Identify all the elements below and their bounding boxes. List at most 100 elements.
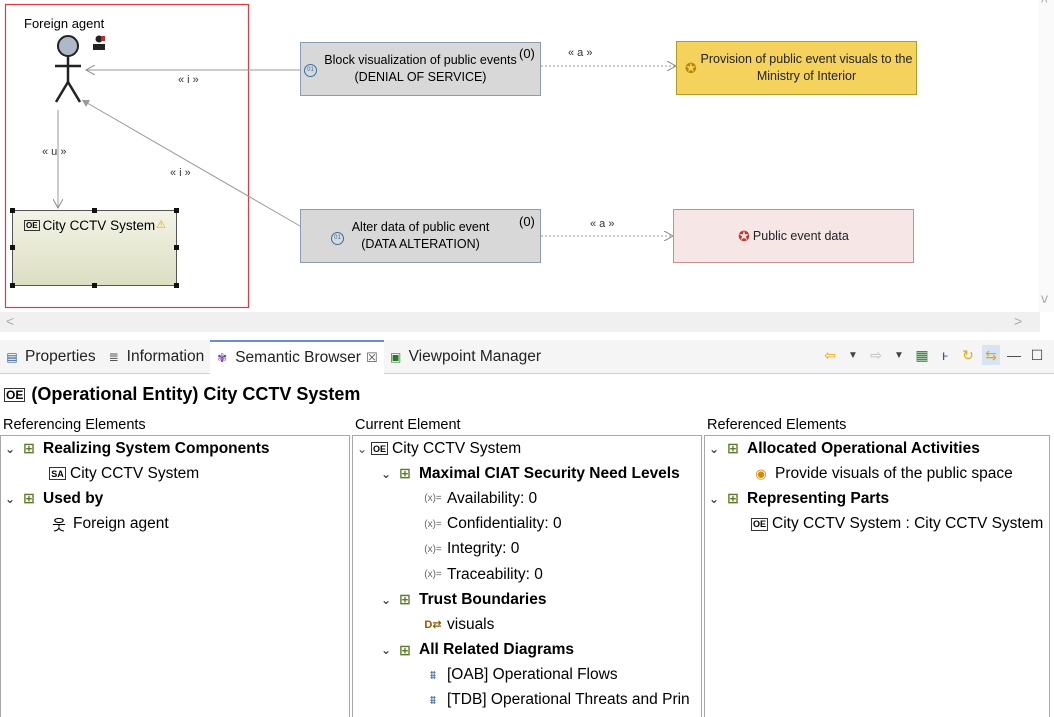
tree-item-label: [OAB] Operational Flows — [447, 666, 618, 684]
scroll-up-icon[interactable]: ^ — [1041, 0, 1048, 10]
diagram-canvas[interactable]: Foreign agent « i » « i » « u » « a » « … — [0, 0, 1054, 333]
tree-group[interactable]: ⌄ ⊞ Used by — [1, 486, 349, 511]
threat-2-name: Alter data of public event — [351, 220, 490, 234]
tree-item-label: City CCTV System — [70, 464, 200, 482]
current-tree[interactable]: ⌄ OE City CCTV System ⌄ ⊞ Maximal CIAT S… — [352, 435, 702, 717]
tree-group[interactable]: ⌄ ⊞ Realizing System Components — [1, 436, 349, 461]
tree-group-label: Trust Boundaries — [419, 590, 547, 608]
tree-item-label: Integrity: 0 — [447, 540, 520, 558]
tree-item[interactable]: (x)= Availability: 0 — [353, 486, 701, 511]
data-node[interactable]: ✪ Public event data — [673, 209, 914, 263]
back-icon[interactable]: ⇦ — [824, 346, 836, 363]
tab-label: Viewpoint Manager — [408, 347, 542, 365]
tree-item[interactable]: (x)= Integrity: 0 — [353, 537, 701, 562]
column-header: Current Element — [355, 417, 461, 433]
tree-item[interactable]: (x)= Confidentiality: 0 — [353, 512, 701, 537]
tree-item[interactable]: SA City CCTV System — [1, 461, 349, 486]
tree-item-label: Confidentiality: 0 — [447, 515, 562, 533]
tree-group[interactable]: ⌄ ⊞ Representing Parts — [705, 486, 1049, 511]
tree-item[interactable]: 웃 Foreign agent — [1, 512, 349, 537]
tree-group-label: Maximal CIAT Security Need Levels — [419, 464, 680, 482]
tab-properties[interactable]: ▤ Properties — [0, 340, 102, 374]
diagram-icon: ⩩ — [429, 667, 437, 682]
tree-group[interactable]: ⌄ ⊞ Trust Boundaries — [353, 587, 701, 612]
referencing-tree[interactable]: ⌄ ⊞ Realizing System Components SA City … — [0, 435, 350, 717]
data-icon: ✪ — [738, 227, 750, 244]
tree-group-label: Representing Parts — [747, 489, 890, 507]
minimize-icon[interactable]: — — [1007, 347, 1021, 363]
part-icon: OE — [751, 517, 768, 531]
close-icon[interactable]: ☒ — [365, 349, 378, 365]
property-icon: (x)= — [424, 493, 442, 505]
tree-item[interactable]: (x)= Traceability: 0 — [353, 562, 701, 587]
tree-item-label: Provide visuals of the public space — [775, 464, 1013, 482]
scroll-left-icon[interactable]: < — [6, 313, 15, 329]
tree-root[interactable]: ⌄ OE City CCTV System — [353, 436, 701, 461]
category-icon: ⊞ — [23, 490, 35, 507]
tab-label: Properties — [25, 347, 96, 365]
chevron-down-icon[interactable]: ⌄ — [4, 441, 16, 456]
tab-semantic-browser[interactable]: ✾ Semantic Browser ☒ — [210, 339, 384, 374]
chevron-down-icon[interactable]: ⌄ — [4, 491, 16, 506]
maximize-icon[interactable]: ☐ — [1030, 346, 1044, 363]
threat-1-count: (0) — [519, 46, 535, 61]
threat-2-count: (0) — [519, 214, 535, 229]
edge-involves-2 — [81, 99, 301, 227]
tree-group[interactable]: ⌄ ⊞ Allocated Operational Activities — [705, 436, 1049, 461]
tab-information[interactable]: ≣ Information — [102, 340, 211, 374]
threat-node-1[interactable]: Block visualization of public events (DE… — [300, 42, 541, 96]
property-icon: (x)= — [424, 543, 442, 555]
edge-label-i2: « i » — [170, 167, 191, 179]
entity-node[interactable]: OE City CCTV System ⚠ — [24, 215, 174, 235]
forward-icon[interactable]: ⇨ — [870, 346, 882, 363]
horizontal-scrollbar[interactable]: < > — [0, 312, 1040, 332]
tree-group[interactable]: ⌄ ⊞ All Related Diagrams — [353, 638, 701, 663]
chevron-down-icon[interactable]: ▼ — [894, 349, 904, 361]
tree-item[interactable]: ⩩ [OAB] Operational Flows — [353, 663, 701, 688]
diagram-edges — [4, 3, 1054, 309]
threat-icon: 01 — [304, 64, 317, 77]
activity-icon: ✪ — [685, 60, 697, 76]
spy-icon — [93, 35, 105, 50]
tree-item[interactable]: ◉ Provide visuals of the public space — [705, 461, 1049, 486]
chevron-down-icon[interactable]: ⌄ — [380, 466, 392, 481]
operational-activity-icon: ◉ — [755, 465, 767, 481]
tree-item[interactable]: D⇄ visuals — [353, 612, 701, 637]
tab-label: Semantic Browser — [235, 348, 361, 366]
tree-item-label: Availability: 0 — [447, 489, 538, 507]
chevron-down-icon[interactable]: ⌄ — [708, 441, 720, 456]
tab-viewpoint-manager[interactable]: ▣ Viewpoint Manager — [384, 340, 547, 374]
threat-1-name: Block visualization of public events — [324, 53, 517, 67]
tree-item[interactable]: ⩩ [TDB] Operational Threats and Prin — [353, 688, 701, 713]
diagram-icon[interactable]: ▦ — [915, 346, 929, 363]
chevron-down-icon[interactable]: ▼ — [848, 349, 858, 361]
sync-icon[interactable]: ↻ — [962, 346, 974, 363]
tree-group[interactable]: ⌄ ⊞ Maximal CIAT Security Need Levels — [353, 461, 701, 486]
chevron-down-icon[interactable]: ⌄ — [708, 491, 720, 506]
information-icon: ≣ — [108, 349, 119, 364]
category-icon: ⊞ — [399, 641, 411, 658]
threat-node-2[interactable]: Alter data of public event (DATA ALTERAT… — [300, 209, 541, 263]
activity-label: Provision of public event visuals to the… — [700, 52, 913, 83]
link-icon[interactable]: ⇆ — [982, 345, 1000, 365]
vertical-scrollbar[interactable]: ^ v — [1038, 0, 1054, 312]
chevron-down-icon[interactable]: ⌄ — [380, 643, 392, 658]
edge-label-i1: « i » — [178, 74, 199, 86]
actor-label[interactable]: Foreign agent — [24, 15, 105, 31]
tree-item-label: City CCTV System : City CCTV System — [772, 515, 1044, 533]
operational-entity-icon: OE — [371, 442, 388, 456]
tree-item[interactable]: OE City CCTV System : City CCTV System — [705, 512, 1049, 537]
chevron-down-icon[interactable]: ⌄ — [380, 592, 392, 607]
semantic-browser-icon: ✾ — [217, 350, 228, 365]
threat-2-kind: (DATA ALTERATION) — [361, 237, 480, 251]
hierarchy-icon[interactable]: ⱶ — [942, 347, 948, 363]
chevron-down-icon[interactable]: ⌄ — [356, 441, 368, 456]
scroll-down-icon[interactable]: v — [1041, 290, 1048, 306]
scroll-right-icon[interactable]: > — [1014, 313, 1023, 329]
entity-label: City CCTV System — [42, 217, 156, 233]
viewpoint-icon: ▣ — [389, 349, 402, 364]
activity-node[interactable]: ✪ Provision of public event visuals to t… — [676, 41, 917, 95]
tree-group-label: Realizing System Components — [43, 439, 270, 457]
referenced-tree[interactable]: ⌄ ⊞ Allocated Operational Activities ◉ P… — [704, 435, 1050, 717]
selection-frame — [4, 3, 250, 309]
